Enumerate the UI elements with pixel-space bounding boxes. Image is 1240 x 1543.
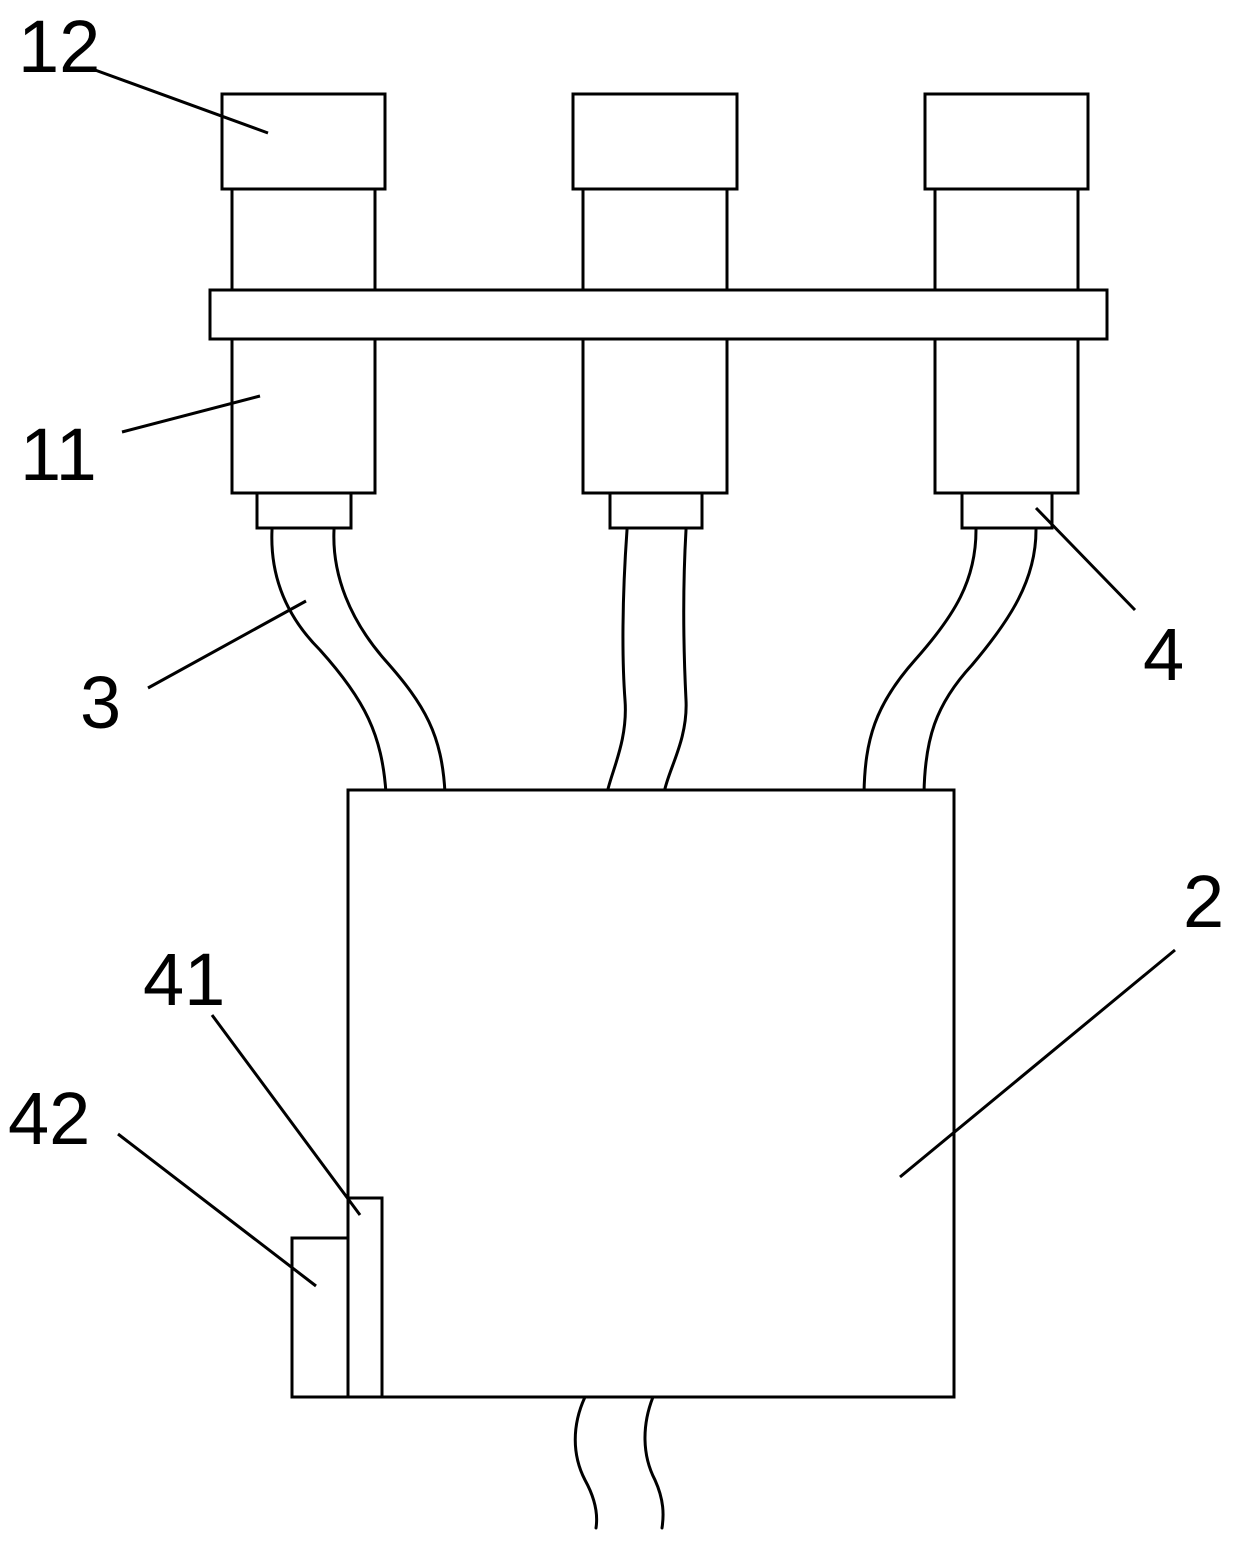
clamp-bar <box>210 290 1107 339</box>
upper-sleeve-right <box>935 189 1078 290</box>
leader-42 <box>118 1134 316 1286</box>
leader-3 <box>148 601 306 688</box>
label-11: 11 <box>20 413 97 496</box>
connector-middle <box>610 493 702 528</box>
cap-right <box>925 94 1088 189</box>
lower-sleeve-left <box>232 339 375 493</box>
connector-left <box>257 493 351 528</box>
hose-middle <box>607 530 686 793</box>
label-4: 4 <box>1143 613 1184 696</box>
lower-sleeve-right <box>935 339 1078 493</box>
lower-sleeve-middle <box>583 339 727 493</box>
hose-right <box>864 530 1036 793</box>
cap-left <box>222 94 385 189</box>
label-3: 3 <box>80 661 121 744</box>
inner-plate <box>348 1198 382 1397</box>
outer-plate <box>292 1238 348 1397</box>
leader-4 <box>1036 508 1135 610</box>
label-2: 2 <box>1183 860 1224 943</box>
upper-sleeve-left <box>232 189 375 290</box>
hose-left <box>272 530 445 793</box>
label-12: 12 <box>18 5 100 88</box>
label-41: 41 <box>143 938 225 1021</box>
main-box <box>348 790 954 1397</box>
cap-middle <box>573 94 737 189</box>
leader-41 <box>212 1015 360 1215</box>
label-42: 42 <box>8 1077 90 1160</box>
upper-sleeve-middle <box>583 189 727 290</box>
bottom-cable <box>575 1397 663 1528</box>
